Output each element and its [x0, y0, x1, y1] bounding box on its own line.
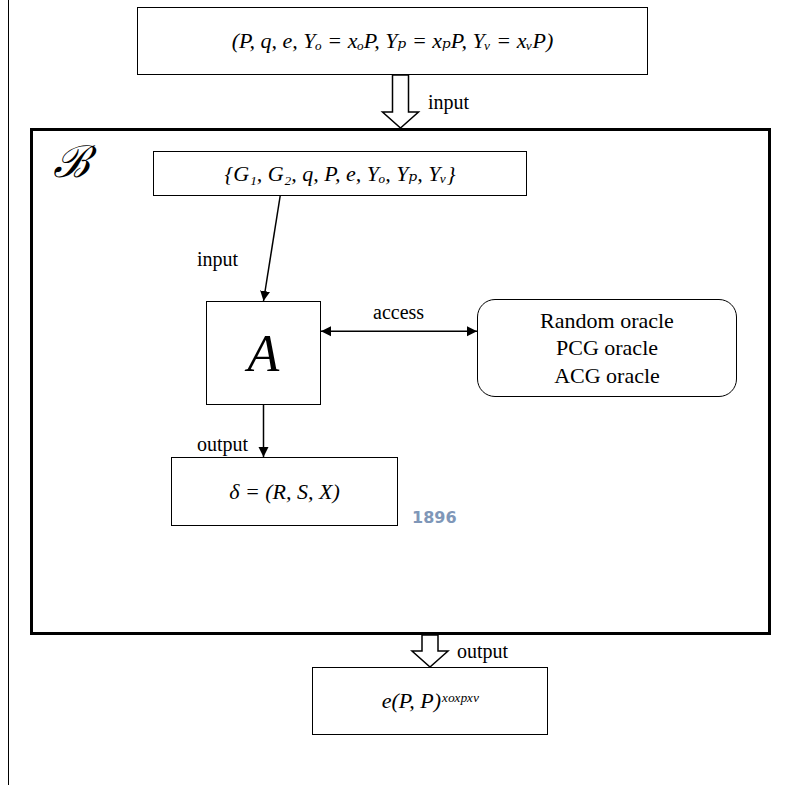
- box-text: δ = (R, S, X): [229, 478, 340, 506]
- connector-arrow: [321, 330, 477, 332]
- input-box: (P, q, e, Yₒ = xₒP, Yₚ = xₚP, Yᵥ = xᵥP): [137, 7, 648, 75]
- signature-box: δ = (R, S, X): [171, 457, 398, 526]
- edge-label: input: [425, 91, 472, 113]
- hollow-arrow: [412, 635, 448, 667]
- box-text: (P, q, e, Yₒ = xₒP, Yₚ = xₚP, Yᵥ = xᵥP): [232, 27, 554, 55]
- page-border: [8, 0, 9, 785]
- box-text: ACG oracle: [554, 362, 660, 390]
- connector-arrow: [263, 405, 265, 457]
- output-box: e(P, P)ˣᵒˣᵖˣᵛ: [312, 667, 548, 735]
- parameter-box: {G₁, G₂, q, P, e, Yₒ, Yₚ, Yᵥ}: [153, 151, 527, 196]
- box-text: A: [248, 321, 280, 386]
- edge-label: access: [370, 301, 427, 323]
- box-text: {G₁, G₂, q, P, e, Yₒ, Yₚ, Yᵥ}: [225, 160, 456, 188]
- adversary-box: A: [206, 301, 321, 405]
- edge-label: output: [194, 433, 251, 455]
- box-text: PCG oracle: [556, 334, 658, 362]
- edge-label: input: [194, 248, 241, 270]
- edge-label: output: [454, 640, 511, 662]
- connector-arrow: [264, 196, 281, 301]
- hollow-arrow: [383, 75, 419, 128]
- watermark-text: 1896: [412, 508, 457, 527]
- box-heading: ℬ: [53, 135, 90, 190]
- box-text: e(P, P)ˣᵒˣᵖˣᵛ: [382, 687, 479, 715]
- reduction-box: ℬ {G₁, G₂, q, P, e, Yₒ, Yₚ, Yᵥ} A Random or…: [30, 128, 771, 635]
- oracle-box: Random oraclePCG oracleACG oracle: [477, 299, 737, 397]
- box-text: Random oracle: [540, 307, 674, 335]
